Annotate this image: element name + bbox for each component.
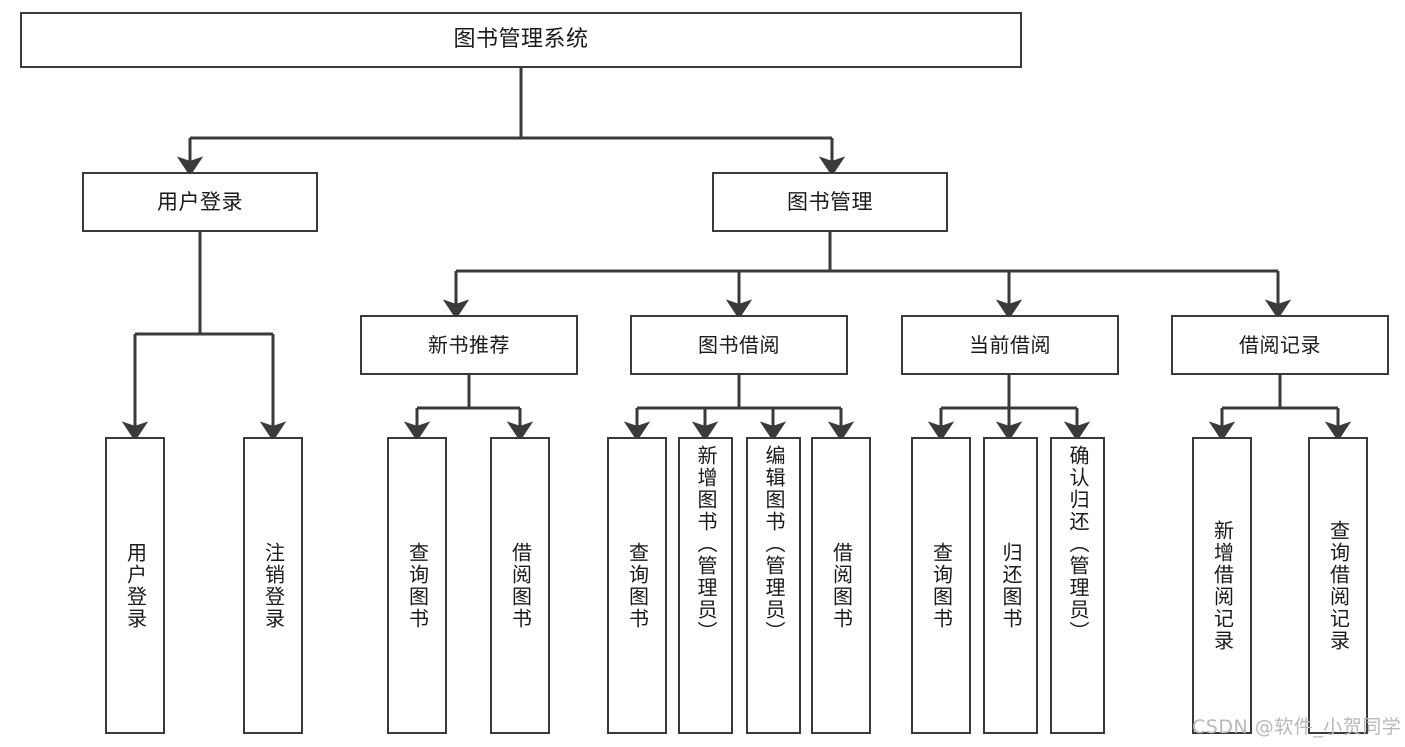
watermark: CSDN @软件_小贺同学 [1192, 716, 1402, 738]
leaf-record-add-record[interactable]: 新增借阅记录 [1192, 437, 1252, 734]
node-user-login[interactable]: 用户登录 [82, 172, 318, 232]
leaf-record-query-record[interactable]: 查询借阅记录 [1308, 437, 1368, 734]
leaf-borrow-edit-book-admin[interactable]: 编辑图书（管理员） [746, 437, 801, 734]
node-label: 图书借阅 [698, 332, 780, 357]
leaf-borrow-query-book[interactable]: 查询图书 [607, 437, 667, 734]
node-label: 注销登录 [261, 541, 286, 630]
node-label: 图书管理系统 [453, 27, 589, 53]
node-label: 当前借阅 [969, 332, 1051, 357]
node-label: 新增借阅记录 [1210, 519, 1235, 652]
node-label: 归还图书 [999, 541, 1023, 630]
leaf-user-login-logout[interactable]: 注销登录 [243, 437, 303, 734]
node-label: 用户登录 [157, 189, 243, 214]
leaf-current-return-book[interactable]: 归还图书 [983, 437, 1038, 734]
node-label: 查询图书 [625, 541, 650, 630]
node-label: 借阅图书 [829, 541, 854, 630]
leaf-borrow-add-book-admin[interactable]: 新增图书（管理员） [678, 437, 733, 734]
node-book-management[interactable]: 图书管理 [712, 172, 948, 232]
node-label: 确认归还（管理员） [1066, 445, 1090, 643]
node-current-borrow[interactable]: 当前借阅 [901, 315, 1119, 375]
node-book-borrow[interactable]: 图书借阅 [630, 315, 848, 375]
node-label: 图书管理 [787, 189, 873, 214]
node-label: 借阅图书 [508, 541, 533, 630]
node-label: 查询图书 [405, 541, 430, 630]
leaf-recommend-query-book[interactable]: 查询图书 [387, 437, 447, 734]
node-label: 新书推荐 [428, 332, 510, 357]
leaf-current-query-book[interactable]: 查询图书 [911, 437, 971, 734]
leaf-borrow-borrow-book[interactable]: 借阅图书 [811, 437, 871, 734]
node-label: 查询图书 [929, 541, 954, 630]
node-label: 借阅记录 [1239, 332, 1321, 357]
node-label: 用户登录 [123, 541, 148, 630]
node-new-book-recommend[interactable]: 新书推荐 [360, 315, 578, 375]
node-label: 新增图书（管理员） [694, 445, 718, 643]
leaf-current-confirm-return-admin[interactable]: 确认归还（管理员） [1050, 437, 1105, 734]
node-borrow-record[interactable]: 借阅记录 [1171, 315, 1389, 375]
leaf-recommend-borrow-book[interactable]: 借阅图书 [490, 437, 550, 734]
node-label: 查询借阅记录 [1326, 519, 1351, 652]
node-root-system[interactable]: 图书管理系统 [20, 12, 1022, 68]
leaf-user-login-login[interactable]: 用户登录 [105, 437, 165, 734]
node-label: 编辑图书（管理员） [762, 445, 786, 643]
